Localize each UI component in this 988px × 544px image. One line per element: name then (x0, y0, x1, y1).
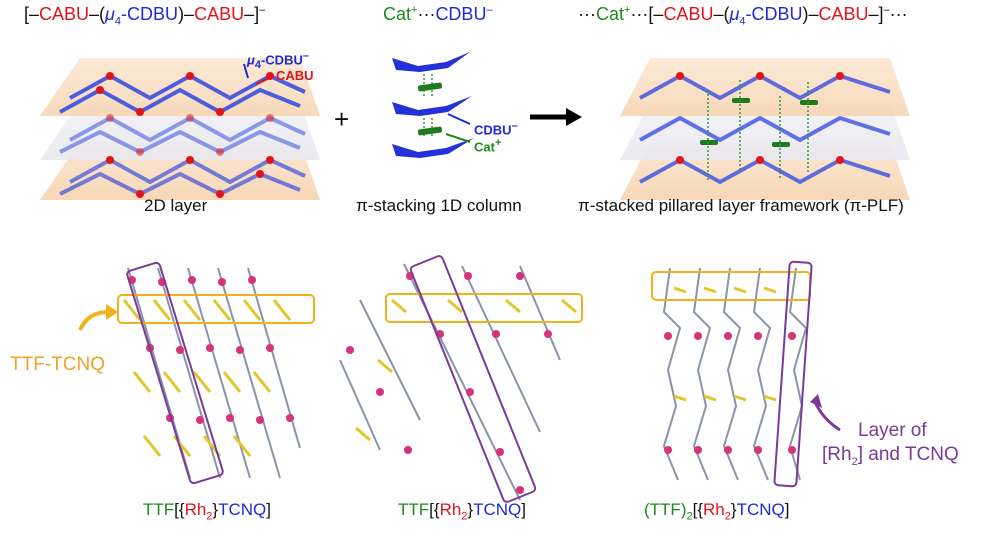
layer-callout-arrow (814, 403, 841, 432)
ttf-tcnq-callout-arrow (78, 310, 109, 331)
cabu-arrow (255, 77, 271, 85)
formula-mid: Cat+···CDBU– (383, 4, 493, 24)
mu4-cdbu-annotation: μ4-CDBU– (247, 50, 309, 71)
structure-label-1: TTF[{Rh2}TCNQ] (143, 500, 272, 523)
layer-stack-2d (40, 58, 320, 200)
structure-label-3: (TTF)2[{Rh2}TCNQ] (644, 500, 790, 523)
crystal-structure-1 (78, 261, 315, 485)
crystal-structure-2 (339, 255, 583, 503)
ttf-tcnq-box-1 (117, 294, 315, 324)
ttf-tcnq-box-2 (385, 293, 583, 323)
ttf-tcnq-box-3 (651, 271, 811, 301)
cabu-annotation: CABU (276, 68, 314, 83)
caption-plf: π-stacked pillared layer framework (π-PL… (578, 196, 904, 215)
crystal-structure-3 (651, 260, 841, 488)
formula-right: ···Cat+···[–CABU–(μ4-CDBU)–CABU–]–··· (578, 4, 908, 28)
caption-1d-column: π-stacking 1D column (356, 196, 522, 215)
stacking-column (392, 52, 474, 158)
rh2-tcnq-box-3 (773, 260, 813, 488)
formula-left: [–CABU–(μ4-CDBU)–CABU–]– (24, 4, 266, 28)
plf-stack (620, 58, 910, 200)
rh2-tcnq-box-2 (409, 255, 537, 503)
column-cat-annotation: Cat+ (474, 137, 502, 155)
mu4-cdbu-arrow (243, 63, 249, 79)
layer-callout-line2: [Rh2] and TCNQ (822, 444, 959, 468)
structure-label-2: TTF[{Rh2}TCNQ] (398, 500, 527, 523)
reaction-arrow (530, 108, 582, 126)
rh2-tcnq-box-1 (126, 261, 224, 485)
layer-callout-line1: Layer of (858, 420, 927, 441)
ttf-tcnq-callout: TTF-TCNQ (10, 354, 105, 375)
plus-sign: + (334, 104, 350, 134)
caption-2d-layer: 2D layer (144, 196, 208, 215)
column-cdbu-annotation: CDBU– (474, 120, 518, 138)
